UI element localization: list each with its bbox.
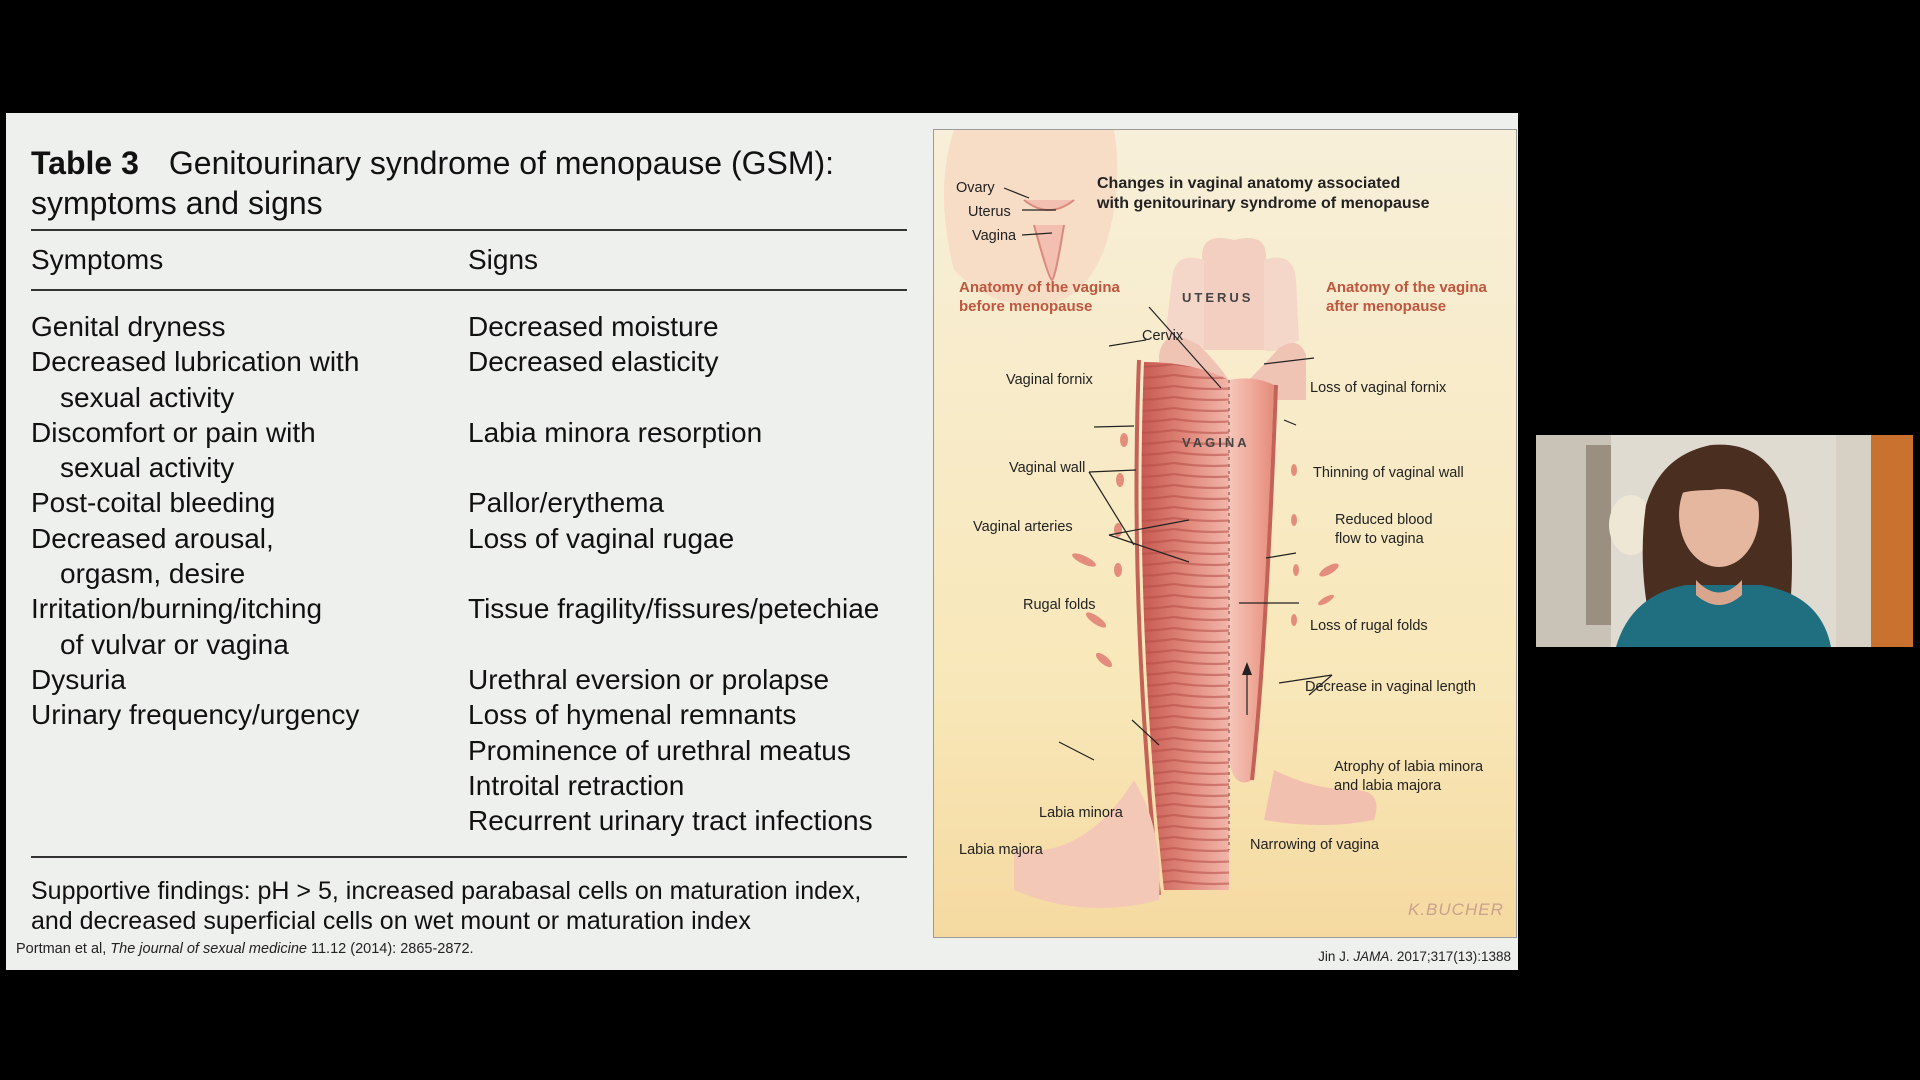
table-header: Symptoms Signs bbox=[31, 231, 907, 289]
citation-author: Jin J. bbox=[1318, 949, 1354, 964]
table-row: Dysuria Urethral eversion or prolapse bbox=[31, 662, 907, 697]
figure-title: Changes in vaginal anatomy associated wi… bbox=[1097, 174, 1430, 214]
label-loss-of-rugal-folds: Loss of rugal folds bbox=[1310, 618, 1428, 634]
torso-sketch-icon bbox=[944, 130, 1118, 306]
symptom-text: Dysuria bbox=[31, 663, 126, 695]
label-vaginal-fornix: Vaginal fornix bbox=[1006, 372, 1093, 388]
supportive-findings-line2: and decreased superficial cells on wet m… bbox=[31, 907, 751, 936]
sign-text: Recurrent urinary tract infections bbox=[468, 805, 873, 837]
label-ovary: Ovary bbox=[956, 180, 995, 196]
citation-jin: Jin J. JAMA. 2017;317(13):1388 bbox=[1318, 949, 1511, 964]
label-vagina-caps: VAGINA bbox=[1182, 435, 1250, 450]
label-thinning-of-vaginal-wall: Thinning of vaginal wall bbox=[1313, 465, 1464, 481]
presentation-slide: Table 3 Genitourinary syndrome of menopau… bbox=[6, 113, 1518, 970]
table-row: Post-coital bleeding Pallor/erythema bbox=[31, 485, 907, 520]
before-line2: before menopause bbox=[959, 298, 1093, 315]
anatomy-illustration bbox=[934, 130, 1516, 937]
supportive-findings: Supportive findings: pH > 5, increased p… bbox=[31, 876, 907, 936]
sign-text: Introital retraction bbox=[468, 769, 685, 801]
citation-journal: The journal of sexual medicine bbox=[110, 941, 307, 957]
table-row: Decreased arousal, orgasm, desire Loss of… bbox=[31, 521, 907, 592]
table-title: Table 3 Genitourinary syndrome of menopau… bbox=[31, 143, 907, 183]
symptom-text: Decreased arousal, bbox=[31, 522, 274, 554]
reduced-blood-line2: flow to vagina bbox=[1335, 531, 1424, 547]
table-row: Discomfort or pain with sexual activity L… bbox=[31, 415, 907, 486]
label-before-menopause: Anatomy of the vagina before menopause bbox=[959, 278, 1120, 316]
table-header-rule bbox=[31, 289, 907, 291]
sign-text: Tissue fragility/fissures/petechiae bbox=[468, 593, 880, 625]
illustrator-signature: K.BUCHER bbox=[1408, 900, 1504, 919]
presenter-video-frame bbox=[1536, 435, 1913, 647]
label-after-menopause: Anatomy of the vagina after menopause bbox=[1326, 278, 1487, 316]
symptom-continuation: sexual activity bbox=[60, 381, 235, 413]
label-uterus: Uterus bbox=[968, 204, 1011, 220]
label-decrease-in-vaginal-length: Decrease in vaginal length bbox=[1305, 679, 1476, 695]
citation-journal: JAMA bbox=[1353, 949, 1390, 964]
symptom-text: Genital dryness bbox=[31, 311, 226, 342]
atrophy-line2: and labia majora bbox=[1334, 778, 1442, 794]
citation-portman: Portman et al, The journal of sexual med… bbox=[16, 941, 474, 957]
citation-authors: Portman et al, bbox=[16, 941, 111, 957]
atrophy-line1: Atrophy of labia minora bbox=[1334, 759, 1484, 775]
label-rugal-folds: Rugal folds bbox=[1023, 597, 1096, 613]
before-line1: Anatomy of the vagina bbox=[959, 279, 1120, 296]
label-vaginal-arteries: Vaginal arteries bbox=[973, 519, 1073, 535]
symptom-text: Decreased lubrication with bbox=[31, 346, 360, 378]
symptoms-header: Symptoms bbox=[31, 244, 164, 275]
signs-header: Signs bbox=[468, 244, 539, 275]
sign-text: Prominence of urethral meatus bbox=[468, 734, 851, 766]
label-vagina-small: Vagina bbox=[972, 228, 1017, 244]
table-body: Genital dryness Decreased moisture Decre… bbox=[31, 309, 907, 838]
sign-text: Decreased moisture bbox=[468, 311, 719, 342]
label-cervix: Cervix bbox=[1142, 328, 1184, 344]
symptom-continuation: of vulvar or vagina bbox=[60, 628, 289, 660]
symptom-text: Post-coital bleeding bbox=[31, 487, 276, 519]
label-narrowing-of-vagina: Narrowing of vagina bbox=[1250, 837, 1379, 853]
label-reduced-blood-flow: Reduced blood flow to vagina bbox=[1335, 511, 1433, 549]
sign-text: Urethral eversion or prolapse bbox=[468, 663, 830, 695]
sign-text: Pallor/erythema bbox=[468, 487, 665, 519]
sign-text: Loss of hymenal remnants bbox=[468, 699, 797, 731]
reduced-blood-line1: Reduced blood bbox=[1335, 512, 1433, 528]
sign-text: Loss of vaginal rugae bbox=[468, 522, 735, 554]
after-line1: Anatomy of the vagina bbox=[1326, 279, 1487, 296]
table-number: Table 3 bbox=[31, 145, 139, 181]
table-title-line2: symptoms and signs bbox=[31, 185, 323, 221]
symptom-continuation: sexual activity bbox=[60, 452, 235, 484]
symptom-text: Urinary frequency/urgency bbox=[31, 699, 360, 731]
label-loss-of-vaginal-fornix: Loss of vaginal fornix bbox=[1310, 380, 1447, 396]
table-top-rule bbox=[31, 229, 907, 231]
symptom-text: Discomfort or pain with bbox=[31, 416, 316, 448]
label-uterus-caps: UTERUS bbox=[1182, 290, 1254, 305]
table-row: Urinary frequency/urgency Loss of hymena… bbox=[31, 697, 907, 838]
sign-text: Decreased elasticity bbox=[468, 346, 719, 378]
table-row: Genital dryness Decreased moisture bbox=[31, 309, 907, 344]
label-labia-majora: Labia majora bbox=[959, 842, 1043, 858]
after-line2: after menopause bbox=[1326, 298, 1447, 315]
table-title-line1: Genitourinary syndrome of menopause (GSM… bbox=[168, 145, 835, 181]
figure-title-line1: Changes in vaginal anatomy associated bbox=[1097, 175, 1401, 192]
figure-title-line2: with genitourinary syndrome of menopause bbox=[1097, 195, 1430, 212]
vaginal-anatomy-figure: Changes in vaginal anatomy associated wi… bbox=[933, 129, 1517, 938]
symptom-text: Irritation/burning/itching bbox=[31, 593, 323, 625]
label-labia-minora: Labia minora bbox=[1039, 805, 1123, 821]
presenter-webcam-video bbox=[1536, 435, 1913, 647]
label-vaginal-wall: Vaginal wall bbox=[1009, 460, 1086, 476]
symptom-continuation: orgasm, desire bbox=[60, 558, 246, 590]
supportive-findings-line1: Supportive findings: pH > 5, increased p… bbox=[31, 877, 862, 906]
sign-text: Labia minora resorption bbox=[468, 416, 763, 448]
table-bottom-rule bbox=[31, 856, 907, 859]
citation-details: . 2017;317(13):1388 bbox=[1389, 949, 1511, 964]
citation-details: 11.12 (2014): 2865-2872. bbox=[306, 941, 474, 957]
gsm-table: Table 3 Genitourinary syndrome of menopau… bbox=[31, 143, 907, 936]
label-atrophy-of-labia: Atrophy of labia minora and labia majora bbox=[1334, 758, 1483, 796]
